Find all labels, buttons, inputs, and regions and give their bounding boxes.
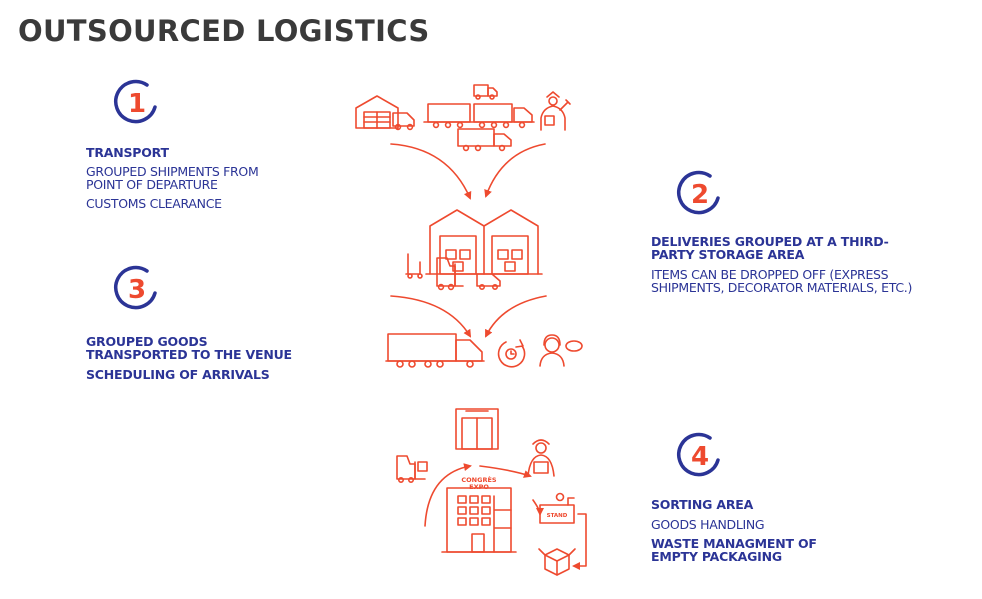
venue-sign-line-2: EXPO — [469, 483, 489, 491]
freight-train-icon — [423, 103, 535, 129]
lorry-icon — [457, 128, 512, 152]
warehouse-worker-icon — [527, 439, 555, 477]
step-4-number: 4 — [691, 442, 709, 472]
step-3-detail-1: SCHEDULING OF ARRIVALS — [86, 367, 270, 382]
customs-officer-icon — [540, 91, 571, 131]
step-4-detail-2: WASTE MANAGMENT OF EMPTY PACKAGING — [651, 536, 817, 564]
step-1-number: 1 — [128, 89, 146, 119]
step-4-text: SORTING AREA GOODS HANDLING WASTE MANAGM… — [651, 498, 851, 563]
warehouse-icon — [355, 95, 399, 129]
step-1-detail-2: CUSTOMS CLEARANCE — [86, 196, 222, 211]
forklift-pallet-icon — [396, 455, 428, 483]
step-3-badge: 3 — [114, 265, 157, 310]
step-2-text: DELIVERIES GROUPED AT A THIRD-PARTY STOR… — [651, 235, 921, 294]
step-2-detail-1: ITEMS CAN BE DROPPED OFF (EXPRESS SHIPME… — [651, 267, 913, 295]
van-icon — [392, 112, 415, 131]
step-1-detail-1: GROUPED SHIPMENTS FROM POINT OF DEPARTUR… — [86, 164, 259, 192]
operator-headset-icon — [539, 334, 583, 367]
step-4-detail-1: GOODS HANDLING — [651, 517, 765, 532]
elevator-icon — [455, 408, 499, 450]
venue-sign-line-1: CONGRÈS — [461, 475, 497, 484]
semi-truck-icon — [385, 333, 485, 368]
step-1-heading: TRANSPORT — [86, 145, 169, 160]
step-4-badge: 4 — [677, 432, 720, 477]
page-title: OUTSOURCED LOGISTICS — [18, 14, 430, 48]
venue-building-icon — [441, 487, 517, 553]
step-4-heading: SORTING AREA — [651, 497, 754, 512]
step-3-number: 3 — [128, 275, 146, 305]
step-1-badge: 1 — [114, 79, 157, 124]
step-3-text: GROUPED GOODS TRANSPORTED TO THE VENUE S… — [86, 335, 296, 381]
step-1-text: TRANSPORT GROUPED SHIPMENTS FROM POINT O… — [86, 146, 276, 210]
storage-warehouse-icon — [425, 209, 543, 275]
small-truck-icon — [473, 84, 498, 100]
step-2-badge: 2 — [677, 170, 720, 215]
step-2-heading: DELIVERIES GROUPED AT A THIRD-PARTY STOR… — [651, 234, 889, 262]
forklift-icon — [436, 257, 464, 291]
step-2-number: 2 — [691, 180, 709, 210]
delivery-van-icon — [476, 273, 501, 290]
step-3-heading: GROUPED GOODS TRANSPORTED TO THE VENUE — [86, 334, 292, 362]
schedule-clock-icon — [497, 339, 526, 368]
stand-label: STAND — [547, 513, 568, 519]
hand-trolley-icon — [405, 253, 423, 279]
empty-packaging-icon — [538, 548, 576, 576]
